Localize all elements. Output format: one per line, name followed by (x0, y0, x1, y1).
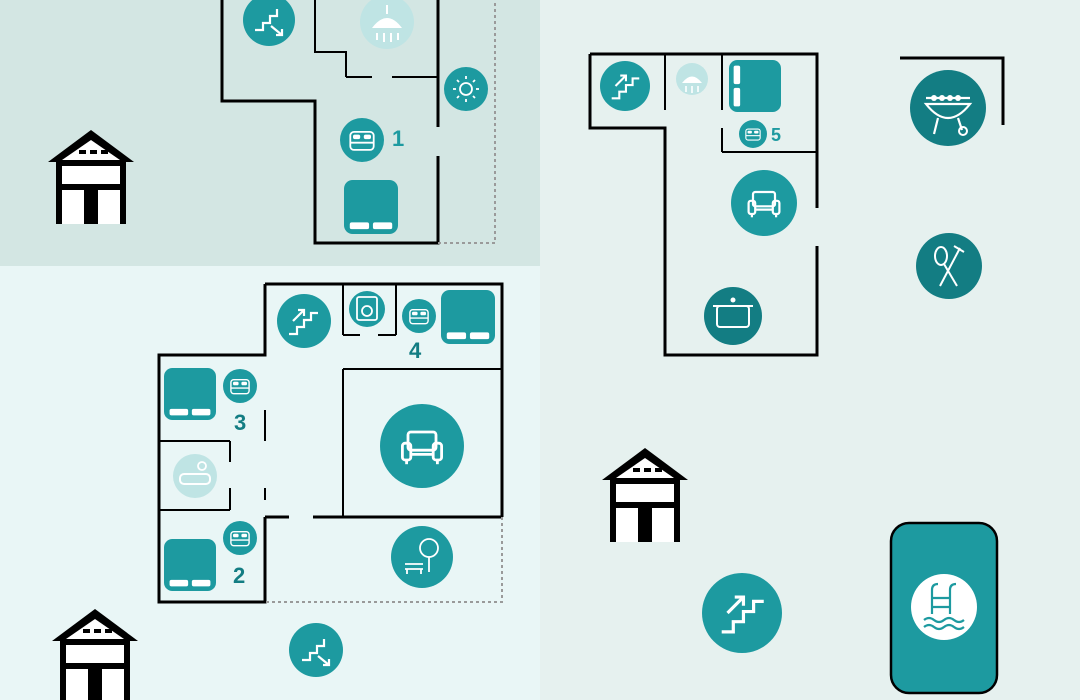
building-right (588, 52, 819, 357)
building-bottom (157, 282, 504, 604)
stairs-down-icon (243, 0, 295, 46)
bathtub-icon (173, 454, 217, 498)
room-number-2: 2 (233, 563, 246, 588)
double-bed-icon (441, 290, 495, 344)
stairs-up-icon (277, 294, 331, 348)
restaurant-icon (916, 233, 982, 299)
double-bed-icon (344, 180, 398, 234)
room-number-5: 5 (771, 125, 782, 145)
room-number-4: 4 (409, 338, 422, 363)
stairs-down-icon (289, 623, 343, 677)
room-number-1: 1 (392, 126, 405, 151)
bed-icon (402, 299, 436, 333)
pool-ladder-icon (911, 574, 977, 640)
barbecue-icon (910, 70, 986, 146)
bed-icon (739, 120, 767, 148)
shower-icon (360, 0, 414, 49)
bed-icon (223, 521, 257, 555)
sofa-icon (731, 170, 797, 236)
stairs-up-icon (600, 61, 650, 111)
house-icon (602, 448, 688, 542)
garden-bench-icon (391, 526, 453, 588)
house-icon (52, 609, 138, 700)
double-bed-icon (164, 368, 216, 420)
room-number-3: 3 (234, 410, 247, 435)
double-bed-icon (729, 60, 781, 112)
house-icon (48, 130, 134, 224)
barbecue-wall (900, 56, 1005, 125)
building-top (220, 0, 496, 245)
double-bed-icon (164, 539, 216, 591)
bed-icon (340, 118, 384, 162)
bed-icon (223, 369, 257, 403)
sofa-icon (380, 404, 464, 488)
cooking-pot-icon (704, 287, 762, 345)
shower-icon (676, 63, 708, 95)
sun-icon (444, 67, 488, 111)
washing-machine-icon (349, 291, 385, 327)
stairs-up-icon (702, 573, 782, 653)
